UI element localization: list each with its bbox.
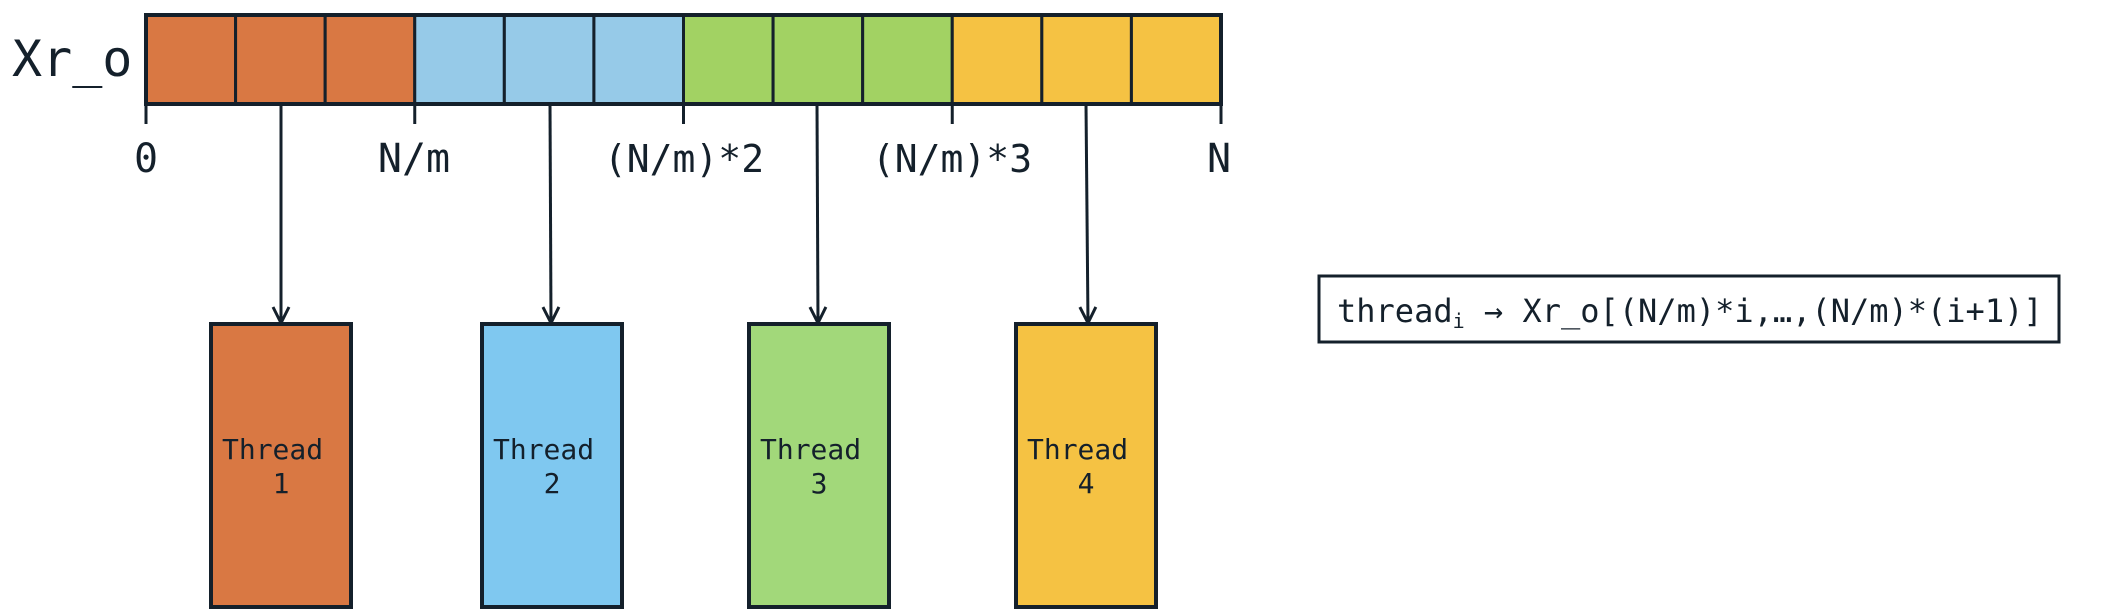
thread-1-label-line1: Thread — [222, 433, 323, 466]
array-cell-3 — [323, 13, 417, 106]
formula-prefix: thread — [1337, 292, 1453, 330]
thread-3-label-line2: 3 — [811, 467, 828, 500]
array-cell-1 — [144, 13, 238, 106]
thread-4-label: Thread 4 — [1027, 433, 1145, 500]
thread-1-label: Thread 1 — [222, 433, 340, 500]
array-cells — [144, 13, 1223, 106]
array-cell-7 — [682, 13, 775, 106]
tick-label-0: 0 — [134, 136, 158, 182]
array-cell-2 — [234, 13, 327, 106]
thread-4-label-line1: Thread — [1027, 433, 1128, 466]
thread-4-label-line2: 4 — [1078, 467, 1095, 500]
array-ticks — [144, 104, 1223, 124]
thread-3-box — [747, 322, 891, 609]
formula-text: threadi → Xr_o[(N/m)*i,…,(N/m)*(i+1)] — [1337, 292, 2043, 333]
thread-3-label: Thread 3 — [760, 433, 878, 500]
thread-4-box — [1014, 322, 1158, 609]
array-cell-11 — [1040, 13, 1133, 106]
array-cell-12 — [1129, 13, 1223, 106]
thread-1-label-line2: 1 — [273, 467, 290, 500]
arrow-to-thread-3 — [817, 103, 818, 323]
tick-label-n-over-m-times-2: (N/m)*2 — [604, 137, 764, 181]
formula-box — [1317, 274, 2061, 344]
tick-label-n-over-m-times-3: (N/m)*3 — [872, 137, 1032, 181]
thread-2-label-line2: 2 — [544, 467, 561, 500]
array-cell-6 — [592, 13, 686, 106]
array-cell-9 — [861, 13, 954, 106]
array-cell-8 — [771, 13, 865, 106]
tick-label-n-over-m: N/m — [378, 136, 450, 182]
thread-1-box — [209, 322, 353, 609]
array-cell-5 — [502, 13, 596, 106]
tick-label-n: N — [1207, 136, 1231, 182]
thread-2-label-line1: Thread — [493, 433, 594, 466]
arrow-to-thread-2 — [550, 103, 551, 323]
formula-rest: → Xr_o[(N/m)*i,…,(N/m)*(i+1)] — [1465, 292, 2043, 330]
array-label: Xr_o — [12, 30, 132, 88]
array-cell-4 — [413, 13, 506, 106]
thread-2-label: Thread 2 — [493, 433, 611, 500]
array-cell-10 — [950, 13, 1044, 106]
thread-2-box — [480, 322, 624, 609]
formula-subscript: i — [1453, 309, 1465, 333]
arrow-to-thread-4 — [1086, 103, 1088, 323]
thread-3-label-line1: Thread — [760, 433, 861, 466]
